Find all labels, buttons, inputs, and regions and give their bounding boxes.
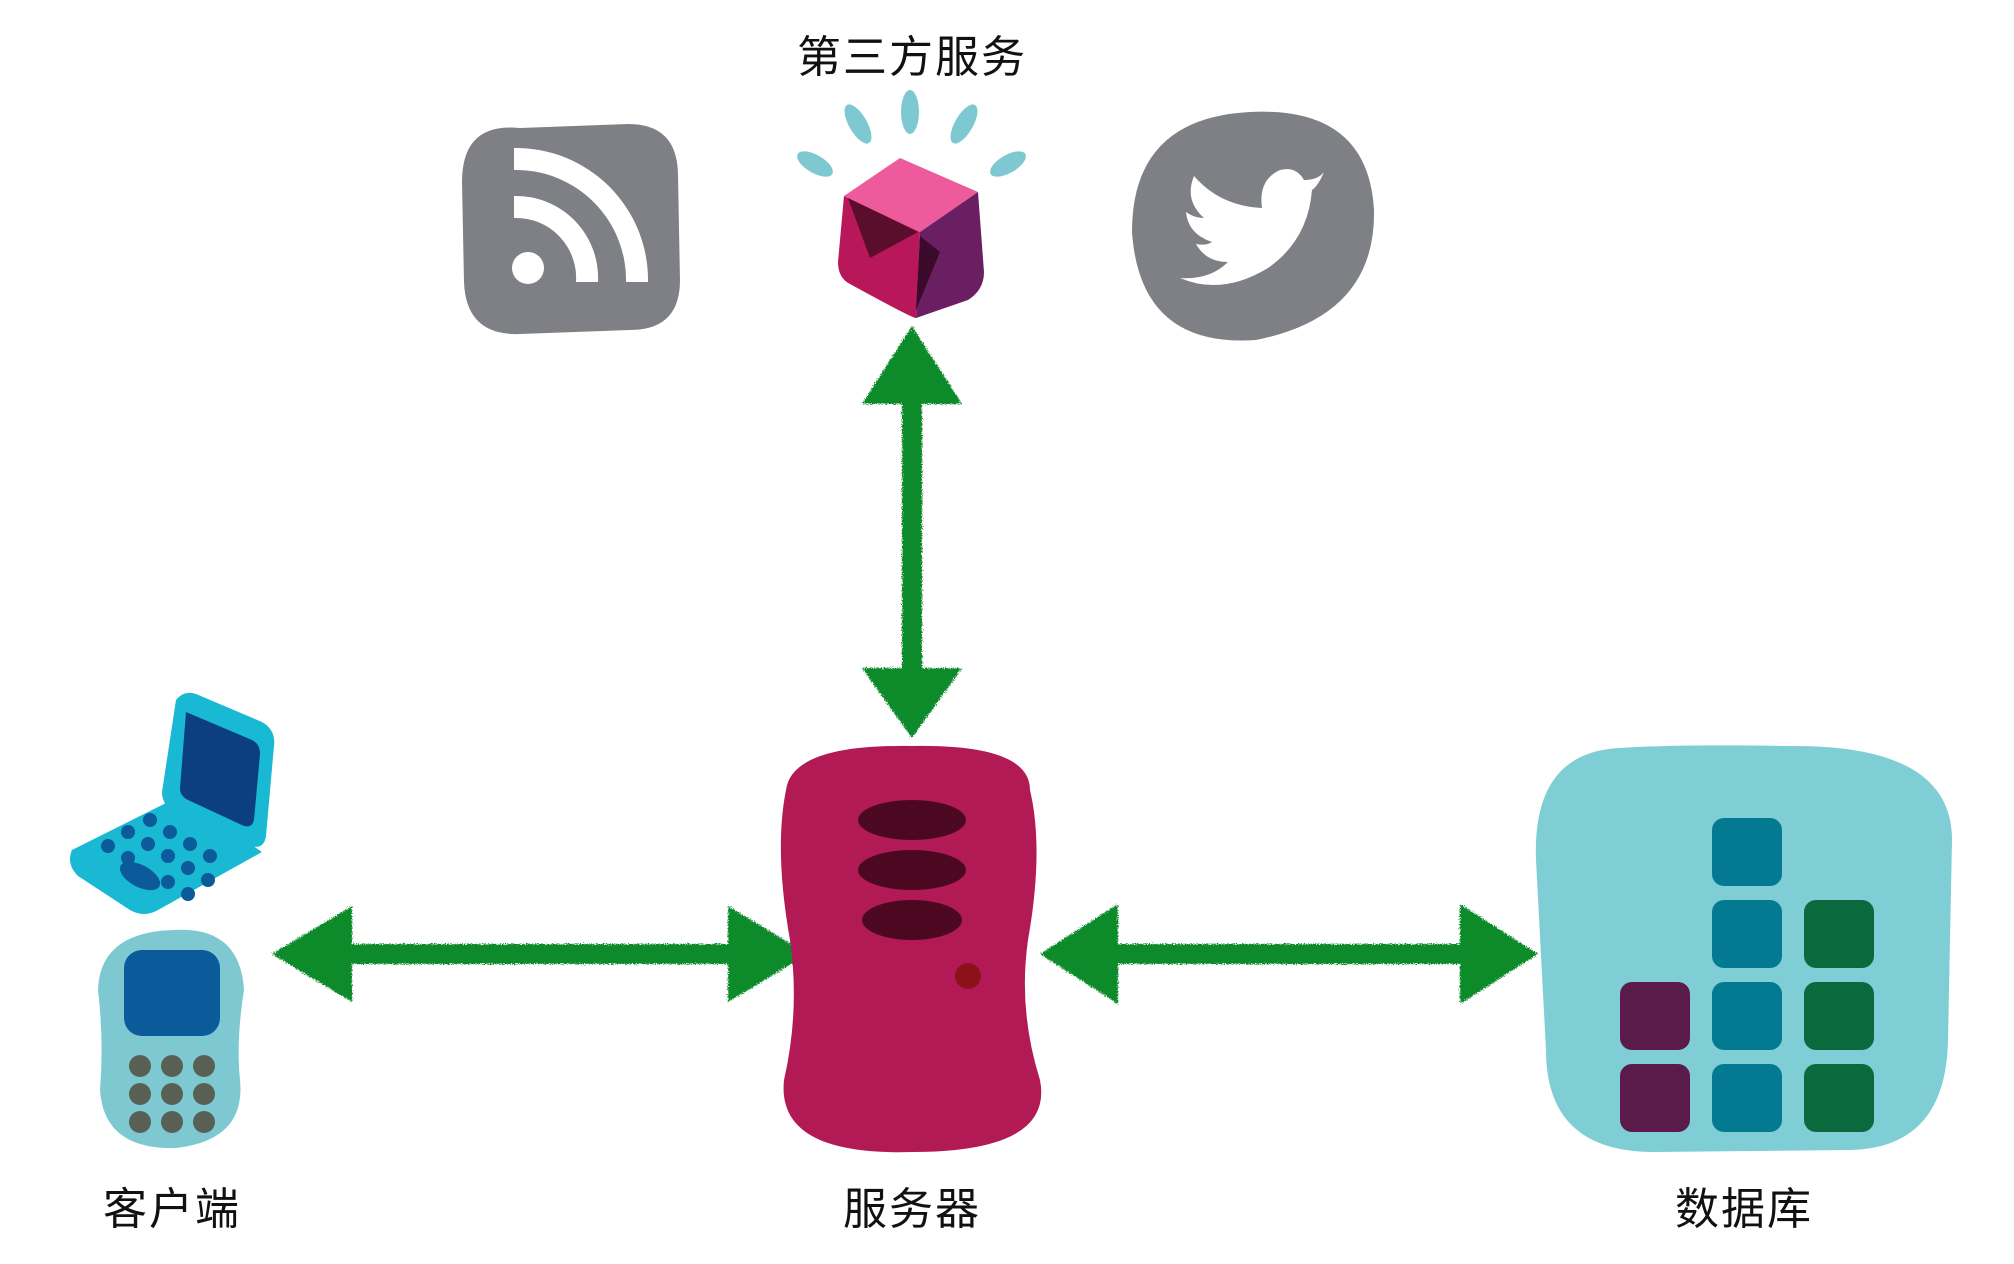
database-icon [1535,745,1952,1152]
server-icon [780,745,1042,1153]
third-party-label: 第三方服务 [797,32,1027,83]
arrow-client-server [272,906,808,1002]
client-label: 客户端 [103,1184,241,1235]
rss-icon [462,124,680,335]
mobile-phone-icon [98,929,244,1149]
arrow-server-third-party [862,326,962,738]
twitter-bird-icon [1132,111,1375,341]
server-label: 服务器 [843,1184,981,1235]
laptop-icon [70,692,275,914]
cube-icon [797,90,1026,318]
arrow-server-database [1040,904,1538,1004]
database-label: 数据库 [1675,1184,1813,1235]
